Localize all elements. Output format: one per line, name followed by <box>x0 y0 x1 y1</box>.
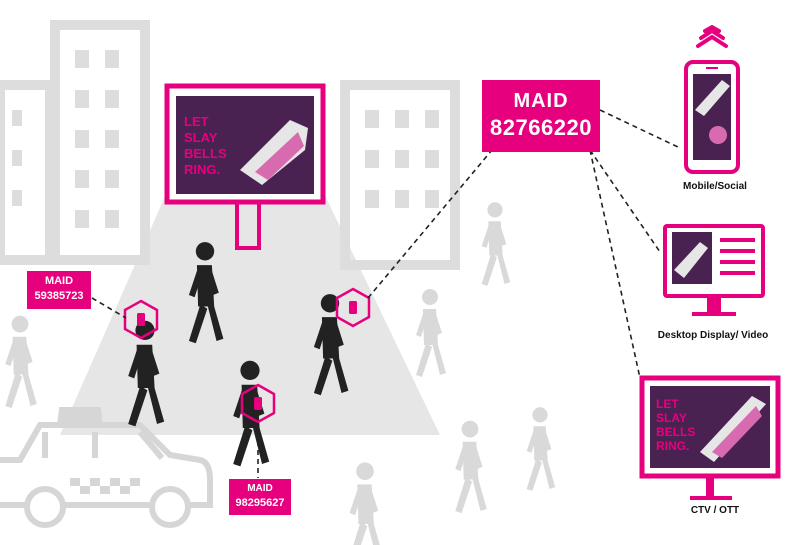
maid-id: 82766220 <box>490 115 592 140</box>
maid-main-tag: MAID 82766220 <box>482 80 600 152</box>
maid-label: MAID <box>247 483 273 494</box>
maid-label: MAID <box>513 90 569 112</box>
device-caption-desktop: Desktop Display/ Video <box>657 330 769 341</box>
tv-ad-line: LET <box>656 397 679 411</box>
maid-label: MAID <box>44 275 74 287</box>
building-icon <box>0 20 460 270</box>
maid-tag: MAID 98295627 <box>229 479 291 515</box>
tv-ad-line: RING. <box>656 439 689 453</box>
taxi-icon <box>0 407 213 528</box>
sneaker-graphic <box>240 120 308 185</box>
billboard-ad-line: RING. <box>184 162 220 177</box>
maid-id: 59385723 <box>34 290 84 302</box>
billboard-ad-line: SLAY <box>184 130 218 145</box>
connector-lines <box>91 109 681 478</box>
device-caption-mobile: Mobile/Social <box>683 181 747 192</box>
tv-ad-line: BELLS <box>656 425 695 439</box>
device-caption-ctv: CTV / OTT <box>690 505 740 516</box>
maid-tag: MAID 59385723 <box>27 271 91 309</box>
maid-id: 98295627 <box>235 497 285 509</box>
billboard-icon: LET SLAY BELLS RING. <box>164 83 326 250</box>
tv-icon: LET SLAY BELLS RING. <box>639 375 781 500</box>
desktop-monitor-icon <box>663 224 765 316</box>
billboard-ad-line: LET <box>184 114 209 129</box>
smartphone-icon <box>684 60 740 174</box>
billboard-ad-line: BELLS <box>184 146 227 161</box>
wifi-signal-icon <box>696 24 728 48</box>
building-windows <box>12 50 439 228</box>
tv-ad-line: SLAY <box>656 411 687 425</box>
